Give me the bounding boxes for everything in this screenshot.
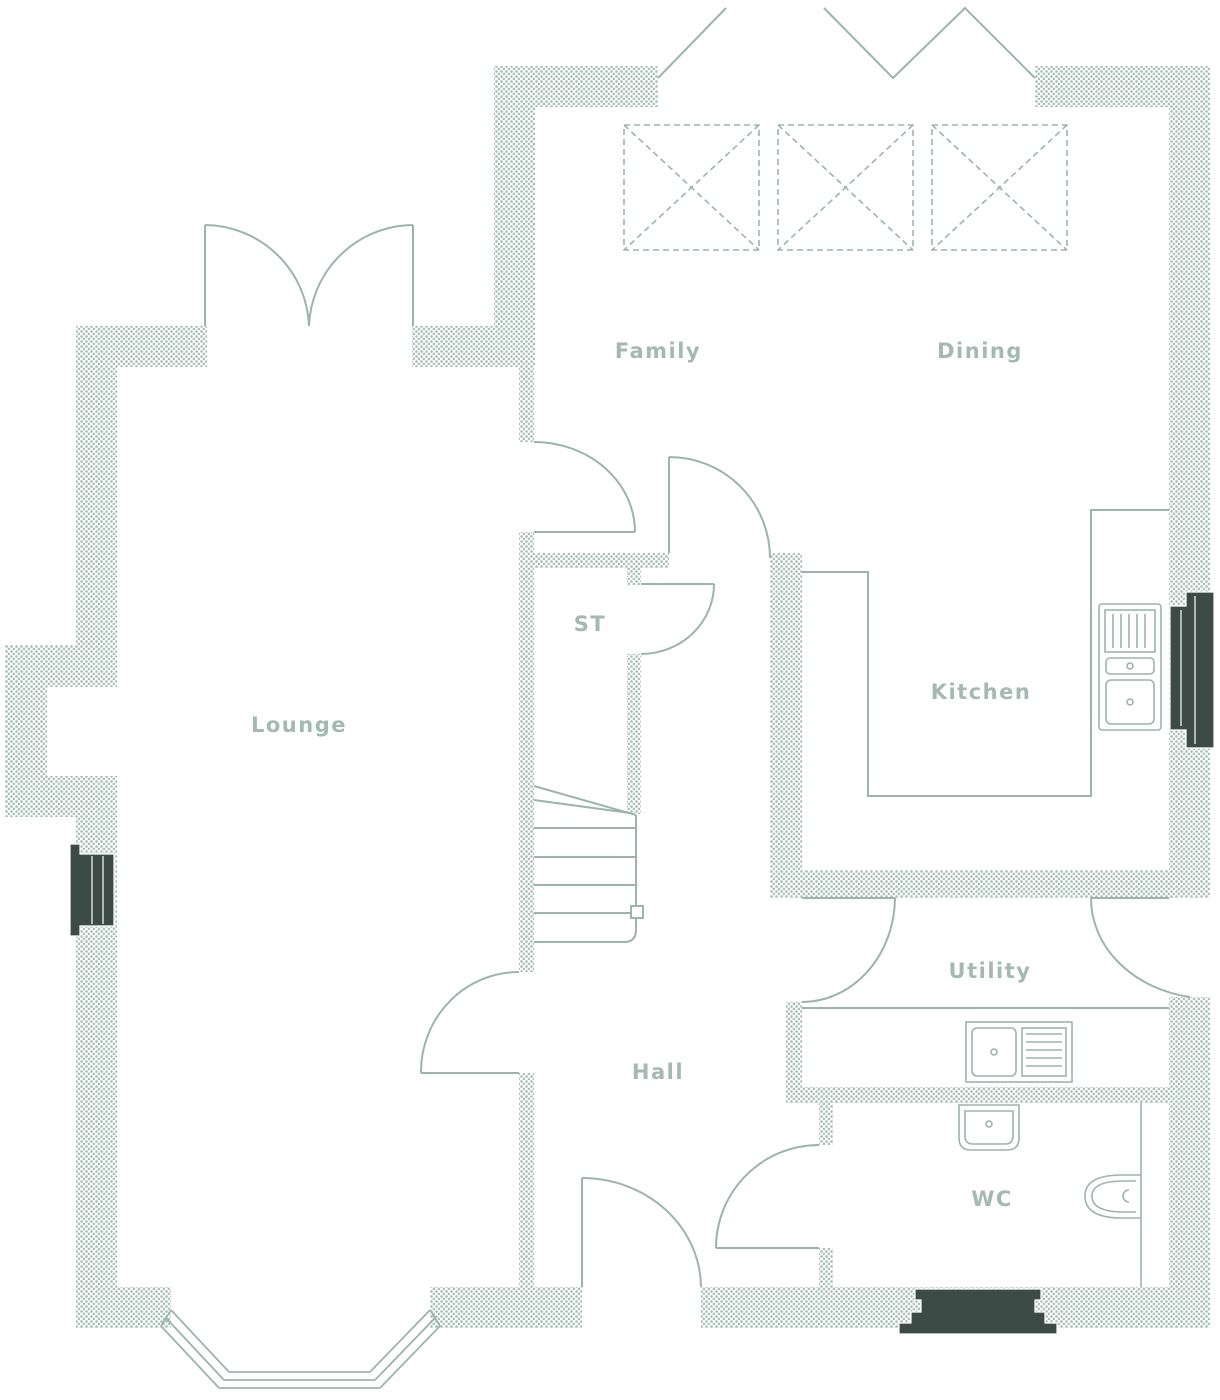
wall-family-north	[494, 66, 658, 107]
front-door	[581, 1177, 702, 1288]
wall-lounge-north	[76, 326, 207, 367]
wall-family-west	[494, 66, 535, 366]
rooflight	[623, 124, 760, 251]
room-label-hall: Hall	[632, 1060, 684, 1084]
wall-chimney-breast	[5, 776, 117, 817]
room-label-store: ST	[574, 612, 606, 636]
door-wc	[715, 1144, 820, 1249]
kitchen-heater	[1169, 591, 1215, 749]
wall-store-east	[627, 654, 641, 814]
door-utility-garden	[1089, 897, 1191, 998]
wall-kitchen-west	[770, 553, 802, 898]
heaters	[69, 591, 1215, 1335]
wall-store-east	[627, 553, 641, 585]
door-store	[640, 583, 715, 655]
kitchen-sink	[1098, 603, 1162, 731]
bifold-door	[657, 7, 727, 79]
room-label-lounge: Lounge	[251, 713, 347, 737]
wall-kitchen-south	[786, 870, 1210, 898]
wall-store-north	[519, 553, 669, 568]
room-label-dining: Dining	[937, 339, 1023, 363]
door-lounge-family	[533, 441, 636, 533]
room-label-family: Family	[615, 339, 701, 363]
wall-utility-west	[786, 1002, 802, 1102]
wall-east-lower	[1169, 997, 1210, 1328]
wall-lounge-hall	[519, 1073, 534, 1328]
wall-wc-west	[819, 1087, 833, 1145]
room-label-utility: Utility	[949, 959, 1032, 983]
rooflight	[931, 124, 1068, 251]
room-label-kitchen: Kitchen	[931, 680, 1032, 704]
kitchen-counter	[802, 509, 1169, 797]
wall-lounge-west-upper	[76, 326, 117, 686]
wall-lounge-south	[76, 1287, 171, 1328]
bay-window	[160, 1309, 441, 1389]
fittings	[160, 6, 1191, 1389]
utility-sink	[965, 1021, 1073, 1083]
wall-east-upper	[1169, 66, 1210, 896]
wc-basin	[958, 1104, 1020, 1151]
wall-wc-west	[819, 1248, 833, 1328]
staircase	[533, 785, 644, 943]
french-doors	[204, 224, 414, 327]
toilet	[1084, 1103, 1142, 1287]
wall-hall-south	[519, 1287, 582, 1328]
room-label-wc: WC	[971, 1187, 1013, 1211]
door-hall-kitchen	[668, 456, 771, 559]
door-hall-utility	[801, 897, 896, 1003]
wall-lounge-hall	[519, 532, 534, 972]
wall-lounge-south	[430, 1287, 534, 1328]
wall-utility-south	[786, 1087, 1210, 1103]
room-labels: Family Dining Lounge ST Kitchen Utility …	[251, 339, 1032, 1211]
lounge-heater	[69, 843, 115, 937]
door-lounge-hall	[419, 971, 520, 1074]
bifold-door	[823, 6, 1036, 80]
rooflight	[777, 124, 914, 251]
front-step-heater	[898, 1288, 1058, 1335]
